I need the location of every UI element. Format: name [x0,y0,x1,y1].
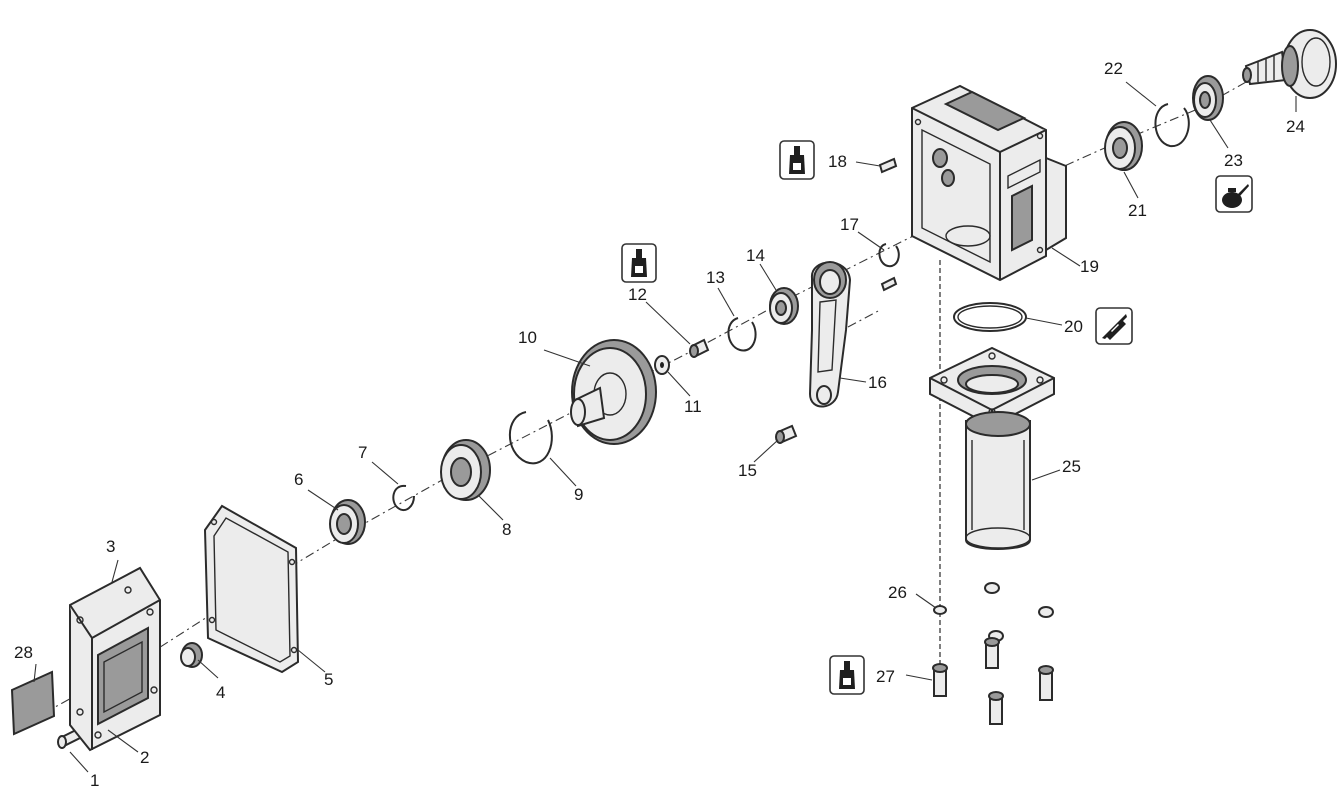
label-19: 19 [1080,257,1099,276]
label-16: 16 [868,373,887,392]
label-20: 20 [1064,317,1083,336]
part-27-bolts [932,637,1054,725]
label-11: 11 [684,397,702,416]
label-26: 26 [888,583,907,602]
label-27: 27 [876,667,895,686]
label-22: 22 [1104,59,1123,78]
label-1: 1 [90,771,99,790]
leader-lines [33,81,1297,773]
label-9: 9 [574,485,583,504]
part-26-washers [933,582,1054,642]
part-5-gasket [203,504,300,674]
part-21-bearing [1104,121,1143,171]
oil-can-icon [1215,175,1253,213]
label-17: 17 [840,215,859,234]
label-10: 10 [518,328,537,347]
part-8-bearing [440,439,491,501]
label-13: 13 [706,268,725,287]
part-23-seal [1192,75,1224,121]
part-19-housing [911,84,1067,282]
label-7: 7 [358,443,367,462]
part-3-gearbox-cover [69,566,161,752]
part-14-bearing [769,287,799,325]
part-11-washer [654,355,670,375]
part-10-gear [570,339,657,445]
part-24-input-shaft [1242,29,1337,99]
part-17-pin [880,276,898,292]
threadlocker-bottle-icon [829,655,865,695]
label-18: 18 [828,152,847,171]
label-25: 25 [1062,457,1081,476]
label-21: 21 [1128,201,1147,220]
part-20-o-ring [953,302,1027,332]
label-15: 15 [738,461,757,480]
part-12-bolt [689,338,710,358]
label-28: 28 [14,643,33,662]
part-16-connecting-rod [808,261,852,408]
part-9-circlip [508,411,553,465]
threadlocker-bottle-icon [621,243,657,283]
part-18-dowel-pin [878,157,898,174]
label-3: 3 [106,537,115,556]
label-4: 4 [216,683,225,702]
part-7-circlip [392,484,415,512]
part-4-plug [180,642,203,668]
threadlocker-bottle-icon [779,140,815,180]
label-5: 5 [324,670,333,689]
part-15-pin [775,424,798,444]
part-number-labels: 1 2 3 4 5 6 7 8 9 10 11 12 13 14 15 16 1… [14,59,1305,790]
part-28-label-plate [10,670,56,736]
grease-gun-icon [1095,307,1133,345]
label-8: 8 [502,520,511,539]
part-25-guide-tube [929,346,1055,550]
label-24: 24 [1286,117,1305,136]
label-14: 14 [746,246,765,265]
label-2: 2 [140,748,149,767]
part-17-circlip [878,243,900,268]
label-6: 6 [294,470,303,489]
part-13-circlip [727,317,757,352]
label-12: 12 [628,285,647,304]
part-6-bearing [329,499,366,545]
part-22-circlip [1154,103,1190,148]
label-23: 23 [1224,151,1243,170]
